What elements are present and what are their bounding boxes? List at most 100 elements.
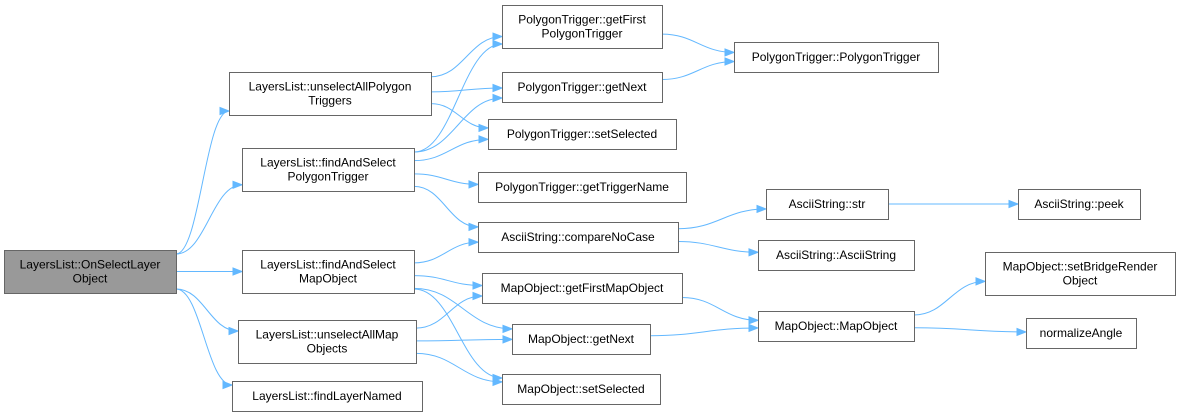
node-box [502, 5, 663, 49]
node-box [242, 250, 415, 294]
node-label: LayersList::findAndSelect [260, 156, 396, 170]
node-mogf[interactable]: MapObject::getFirstMapObject [482, 273, 683, 304]
node-box [502, 72, 663, 103]
edge-root-to-uamo [175, 288, 239, 332]
arrowhead-momo-to-mosbr [975, 277, 987, 286]
nodes-layer: LayersList::OnSelectLayerObjectLayersLis… [4, 5, 1176, 412]
arrowhead-ascn-to-asstr [756, 204, 768, 214]
node-ptgtn[interactable]: PolygonTrigger::getTriggerName [478, 172, 687, 203]
arrowhead-root-to-fsmo [232, 267, 244, 276]
edge-root-to-fln [175, 288, 233, 386]
node-box [502, 374, 661, 405]
edge-fspt-to-ptgtn [413, 173, 479, 185]
arrowhead-root-to-uapt [219, 106, 231, 116]
arrowhead-fspt-to-ptss [478, 135, 490, 144]
node-asp[interactable]: AsciiString::peek [1018, 189, 1141, 220]
edge-fsmo-to-mogn [413, 287, 513, 330]
node-box [985, 252, 1176, 296]
edge-root-to-uapt [175, 110, 230, 255]
edge-momo-to-na [913, 327, 1027, 333]
node-box [512, 324, 651, 355]
arrowhead-uamo-to-mogn [502, 335, 514, 344]
arrowhead-fspt-to-ptgn [492, 93, 504, 103]
node-label: PolygonTrigger::setSelected [507, 127, 657, 141]
node-box [478, 172, 687, 203]
node-box [232, 381, 423, 412]
node-box [488, 119, 677, 150]
arrowhead-root-to-fln [222, 380, 234, 390]
node-label: MapObject::setSelected [517, 382, 644, 396]
node-mogn[interactable]: MapObject::getNext [512, 324, 651, 355]
node-label: LayersList::OnSelectLayer [20, 258, 161, 272]
arrowhead-root-to-fspt [232, 180, 244, 190]
arrowhead-uapt-to-ptss [478, 123, 490, 133]
node-box [758, 311, 915, 342]
node-box [766, 189, 889, 220]
arrowhead-uapt-to-ptgn [492, 83, 504, 93]
node-ascn[interactable]: AsciiString::compareNoCase [478, 222, 679, 253]
edge-fsmo-to-moss [413, 288, 503, 379]
arrowhead-fspt-to-ascn [468, 222, 480, 232]
arrowhead-momo-to-na [1016, 327, 1028, 337]
node-moss[interactable]: MapObject::setSelected [502, 374, 661, 405]
arrowhead-mogf-to-momo [748, 316, 760, 325]
node-label: MapObject::MapObject [775, 319, 898, 333]
arrowhead-fsmo-to-mogf [472, 281, 484, 290]
node-fln[interactable]: LayersList::findLayerNamed [232, 381, 423, 412]
arrowhead-ptgn-to-ptpt [724, 57, 736, 66]
node-label: MapObject::getFirstMapObject [501, 281, 664, 295]
arrowhead-root-to-uamo [228, 326, 240, 336]
arrowhead-fsmo-to-ascn [468, 237, 480, 247]
edge-mogn-to-momo [649, 327, 759, 337]
node-ptpt[interactable]: PolygonTrigger::PolygonTrigger [734, 42, 939, 73]
arrowhead-uamo-to-mogf [472, 291, 484, 301]
node-label: Objects [307, 342, 348, 356]
node-label: LayersList::findLayerNamed [252, 389, 401, 403]
node-na[interactable]: normalizeAngle [1026, 318, 1137, 349]
arrowhead-fsmo-to-mogn [502, 324, 514, 334]
node-label: AsciiString::compareNoCase [501, 230, 655, 244]
edge-momo-to-mosbr [913, 280, 986, 316]
node-label: Object [73, 272, 108, 286]
arrowhead-uamo-to-moss [492, 377, 504, 387]
node-label: Object [1063, 274, 1098, 288]
edge-fspt-to-ascn [413, 185, 479, 228]
node-label: LayersList::unselectAllMap [256, 328, 399, 342]
node-label: MapObject [299, 272, 358, 286]
node-label: AsciiString::peek [1034, 197, 1124, 211]
node-label: LayersList::unselectAllPolygon [249, 80, 412, 94]
node-asstr[interactable]: AsciiString::str [766, 189, 889, 220]
edge-uamo-to-mogf [415, 295, 483, 329]
edge-ptgf-to-ptpt [661, 33, 735, 53]
node-label: MapObject::getNext [528, 332, 635, 346]
node-momo[interactable]: MapObject::MapObject [758, 311, 915, 342]
node-label: PolygonTrigger::getNext [518, 80, 648, 94]
node-asas[interactable]: AsciiString::AsciiString [758, 240, 915, 271]
node-box [238, 320, 417, 364]
node-box [242, 148, 415, 192]
node-label: MapObject::setBridgeRender [1003, 260, 1158, 274]
node-box [1018, 189, 1141, 220]
node-ptgn[interactable]: PolygonTrigger::getNext [502, 72, 663, 103]
edge-uamo-to-mogn [415, 338, 513, 342]
node-label: PolygonTrigger [288, 170, 369, 184]
node-label: AsciiString::AsciiString [776, 248, 896, 262]
edge-fsmo-to-mogf [413, 275, 483, 287]
node-label: AsciiString::str [789, 197, 866, 211]
node-box [229, 72, 432, 116]
arrowhead-ascn-to-asas [748, 248, 760, 257]
node-ptss[interactable]: PolygonTrigger::setSelected [488, 119, 677, 150]
node-label: PolygonTrigger [542, 27, 623, 41]
node-box [482, 273, 683, 304]
node-box [1026, 318, 1137, 349]
edge-fsmo-to-ascn [413, 241, 479, 264]
edge-ascn-to-asstr [677, 208, 767, 230]
edge-mogf-to-momo [681, 297, 759, 321]
